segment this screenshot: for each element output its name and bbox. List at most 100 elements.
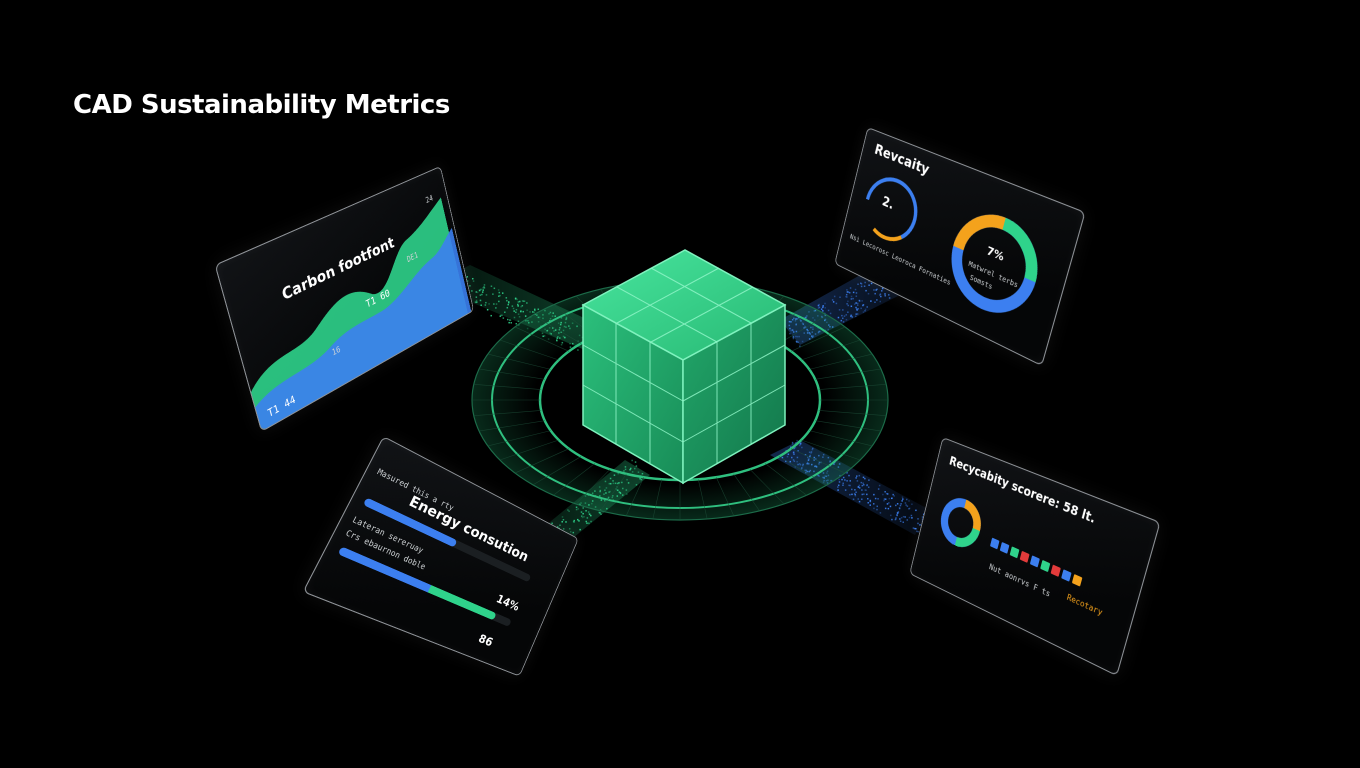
stream-particle <box>873 289 875 291</box>
stream-particle <box>870 282 873 285</box>
stream-particle <box>915 509 917 512</box>
stream-particle <box>884 491 886 493</box>
stream-particle <box>837 486 839 488</box>
stream-particle <box>505 297 508 299</box>
stream-particle <box>567 509 569 511</box>
stream-particle <box>896 514 898 516</box>
stream-particle <box>879 512 882 514</box>
stream-particle <box>513 316 516 319</box>
stream-particle <box>855 313 857 315</box>
stream-particle <box>479 299 482 302</box>
stream-particle <box>884 507 887 510</box>
recyclability-bottom-label-1: Recotary <box>1065 592 1104 618</box>
stream-particle <box>890 514 892 517</box>
stream-particle <box>580 515 583 517</box>
stream-particle <box>498 295 500 297</box>
stream-particle <box>599 512 601 514</box>
stream-particle <box>886 503 889 505</box>
stream-particle <box>837 316 840 319</box>
stream-particle <box>870 300 872 303</box>
stream-particle <box>895 518 897 520</box>
stream-particle <box>839 296 841 298</box>
stream-particle <box>864 489 867 491</box>
stream-particle <box>864 310 866 312</box>
ring-grid-line <box>818 410 887 416</box>
stream-particle <box>827 309 830 312</box>
stream-particle <box>515 308 518 311</box>
stream-particle <box>845 293 848 296</box>
stream-particle <box>910 514 913 517</box>
stream-particle <box>579 528 581 531</box>
stream-particle <box>901 496 904 498</box>
stream-particle <box>849 484 851 487</box>
stream-particle <box>867 486 870 488</box>
stream-particle <box>529 311 531 313</box>
stream-particle <box>485 301 487 304</box>
stream-particle <box>829 312 832 315</box>
page-title: CAD Sustainability Metrics <box>73 90 450 120</box>
stream-particle <box>572 520 575 523</box>
stream-particle <box>482 289 484 291</box>
stream-particle <box>517 305 519 307</box>
stream-particle <box>485 294 488 296</box>
stream-particle <box>568 510 570 512</box>
stream-particle <box>499 314 502 317</box>
stream-particle <box>845 318 848 321</box>
stream-particle <box>902 521 905 523</box>
ring-grid-line <box>499 439 559 461</box>
stream-particle <box>879 293 882 295</box>
stream-particle <box>848 291 851 294</box>
ring-grid-line <box>790 326 846 352</box>
stream-particle <box>822 310 824 312</box>
stream-particle <box>845 314 848 316</box>
stream-particle <box>482 287 484 289</box>
stream-particle <box>872 503 875 505</box>
ring-grid-line <box>499 339 559 361</box>
carbon-footprint-panel[interactable]: Carbon footfont T1 60 16 T1 44 24 DE1 <box>214 165 475 433</box>
stream-particle <box>855 306 857 309</box>
stream-particle <box>898 506 901 509</box>
stream-particle <box>911 517 913 519</box>
stream-particle <box>492 293 494 295</box>
stream-particle <box>849 493 851 496</box>
stream-particle <box>905 498 908 501</box>
stream-particle <box>495 307 497 309</box>
stream-particle <box>576 518 579 521</box>
stream-particle <box>522 310 524 313</box>
stream-particle <box>551 522 553 525</box>
ring-grid-line <box>818 384 887 390</box>
stream-particle <box>515 311 517 314</box>
stream-particle <box>583 516 585 518</box>
stream-particle <box>866 306 868 308</box>
stream-particle <box>857 486 860 488</box>
stream-particle <box>849 480 852 482</box>
stream-particle <box>893 495 896 497</box>
stream-particle <box>900 516 903 519</box>
stream-particle <box>850 298 853 300</box>
stream-particle <box>488 303 490 305</box>
stream-particle <box>855 302 857 304</box>
stream-particle <box>856 302 859 305</box>
stream-particle <box>841 317 844 320</box>
stream-particle <box>833 295 836 298</box>
stream-particle <box>855 295 858 297</box>
stream-particle <box>873 507 875 510</box>
stream-particle <box>520 305 522 308</box>
stream-particle <box>856 475 858 477</box>
stream-particle <box>507 301 510 304</box>
stream-particle <box>851 488 853 491</box>
stream-particle <box>565 521 567 523</box>
stream-particle <box>847 304 849 307</box>
stream-particle <box>523 300 526 302</box>
stream-particle <box>501 292 504 294</box>
stream-particle <box>858 299 861 302</box>
stream-particle <box>490 285 493 287</box>
stream-particle <box>568 527 571 530</box>
stream-particle <box>847 311 849 313</box>
stream-particle <box>484 304 487 306</box>
stream-particle <box>480 304 482 306</box>
stream-particle <box>517 313 520 315</box>
stream-particle <box>860 283 863 285</box>
stream-particle <box>846 472 848 474</box>
stream-particle <box>860 307 862 310</box>
